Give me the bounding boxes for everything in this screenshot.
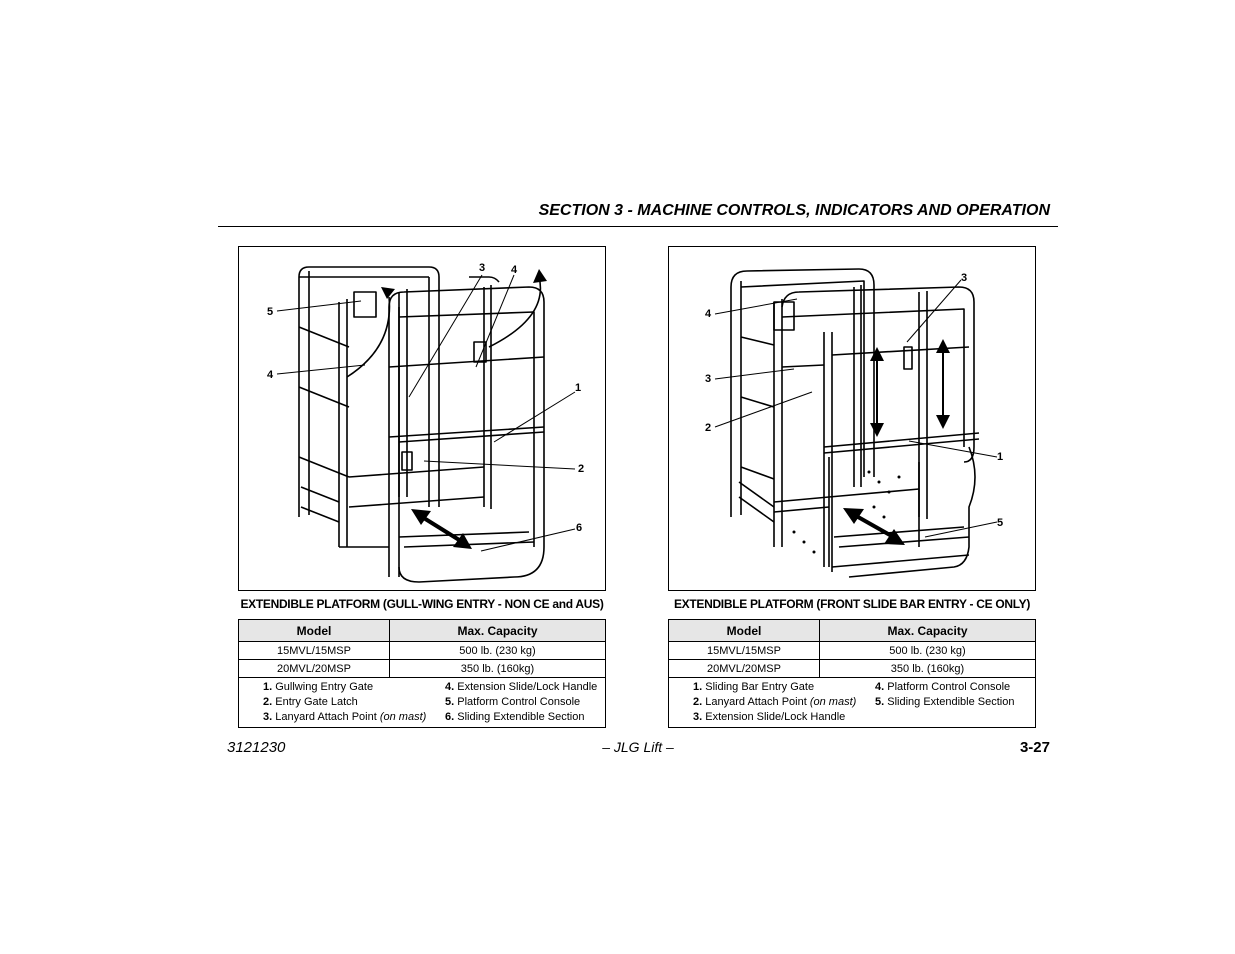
callout-label: 4: [511, 264, 518, 276]
table-header-row: Model Max. Capacity: [668, 619, 1036, 642]
right-swing-arrowhead: [533, 269, 547, 283]
callout-label: 4: [705, 308, 712, 320]
right-figure-panel: 4 3 2 3 1 5 EXTENDIBLE PLATFORM (FRONT S…: [668, 246, 1036, 728]
callout-label: 5: [997, 517, 1003, 529]
column-header: Model: [668, 619, 820, 642]
legend-cell: 1. Sliding Bar Entry Gate 4. Platform Co…: [668, 677, 1036, 728]
legend-row: 1. Sliding Bar Entry Gate 4. Platform Co…: [668, 677, 1036, 728]
footer-publisher: – JLG Lift –: [602, 739, 674, 755]
legend-item: 6. Sliding Extendible Section: [445, 711, 585, 723]
legend-item: 3. Extension Slide/Lock Handle: [693, 711, 846, 723]
table-row: 20MVL/20MSP 350 lb. (160kg): [238, 659, 606, 678]
callout-label: 2: [578, 463, 584, 475]
callout-label: 6: [576, 522, 582, 534]
panel-bolts: [792, 470, 901, 554]
model-cell: 20MVL/20MSP: [238, 659, 390, 678]
legend-item: 5. Sliding Extendible Section: [875, 696, 1015, 708]
legend-item: 2. Entry Gate Latch: [263, 696, 358, 708]
callout-label: 1: [575, 382, 581, 394]
callout-label: 3: [705, 373, 711, 385]
page-number: 3-27: [1019, 739, 1050, 756]
left-swing-arrowhead: [381, 287, 395, 299]
legend-cell: 1. Gullwing Entry Gate 4. Extension Slid…: [238, 677, 606, 728]
capacity-cell: 500 lb. (230 kg): [819, 641, 1036, 660]
component-legend: 1. Sliding Bar Entry Gate 4. Platform Co…: [669, 680, 1035, 724]
gull-wing-platform-drawing: 5 4 3 4 1 2 6: [267, 262, 584, 583]
legend-item: 4. Extension Slide/Lock Handle: [445, 681, 598, 693]
document-number: 3121230: [227, 739, 286, 756]
callout-label: 5: [267, 306, 273, 318]
callout-label: 3: [961, 272, 967, 284]
table-row: 20MVL/20MSP 350 lb. (160kg): [668, 659, 1036, 678]
callout-label: 3: [479, 262, 485, 274]
legend-item: 1. Sliding Bar Entry Gate: [693, 681, 815, 693]
page-footer: 3121230 – JLG Lift – 3-27: [218, 739, 1058, 757]
capacity-cell: 350 lb. (160kg): [819, 659, 1036, 678]
legend-item: 5. Platform Control Console: [445, 696, 581, 708]
capacity-cell: 350 lb. (160kg): [389, 659, 606, 678]
callout-label: 2: [705, 422, 711, 434]
callout-label: 4: [267, 369, 274, 381]
table-header-row: Model Max. Capacity: [238, 619, 606, 642]
gull-wing-platform-figure: 5 4 3 4 1 2 6: [238, 246, 606, 591]
model-cell: 15MVL/15MSP: [668, 641, 820, 660]
left-figure-panel: 5 4 3 4 1 2 6 EXTENDIBLE PLATFORM (GULL-…: [238, 246, 606, 728]
legend-item: 1. Gullwing Entry Gate: [263, 681, 374, 693]
model-cell: 15MVL/15MSP: [238, 641, 390, 660]
column-header: Max. Capacity: [389, 619, 606, 642]
callout-label: 1: [997, 451, 1003, 463]
slide-bar-platform-drawing: 4 3 2 3 1 5: [705, 268, 1003, 578]
table-row: 15MVL/15MSP 500 lb. (230 kg): [668, 641, 1036, 660]
page-header: SECTION 3 - MACHINE CONTROLS, INDICATORS…: [218, 202, 1058, 227]
table-row: 15MVL/15MSP 500 lb. (230 kg): [238, 641, 606, 660]
legend-item: 4. Platform Control Console: [875, 681, 1011, 693]
capacity-cell: 500 lb. (230 kg): [389, 641, 606, 660]
component-legend: 1. Gullwing Entry Gate 4. Extension Slid…: [239, 680, 605, 724]
slide-bar-platform-figure: 4 3 2 3 1 5: [668, 246, 1036, 591]
capacity-table: Model Max. Capacity 15MVL/15MSP 500 lb. …: [238, 619, 606, 728]
column-header: Model: [238, 619, 390, 642]
section-title: SECTION 3 - MACHINE CONTROLS, INDICATORS…: [538, 202, 1050, 219]
legend-row: 1. Gullwing Entry Gate 4. Extension Slid…: [238, 677, 606, 728]
extension-double-arrow: [843, 508, 905, 545]
slide-bar-vertical-arrows: [870, 339, 950, 437]
legend-item: 3. Lanyard Attach Point (on mast): [263, 711, 427, 723]
model-cell: 20MVL/20MSP: [668, 659, 820, 678]
legend-item: 2. Lanyard Attach Point (on mast): [693, 696, 857, 708]
capacity-table: Model Max. Capacity 15MVL/15MSP 500 lb. …: [668, 619, 1036, 728]
figure-caption: EXTENDIBLE PLATFORM (FRONT SLIDE BAR ENT…: [673, 597, 1031, 611]
extension-double-arrow: [411, 509, 472, 549]
column-header: Max. Capacity: [819, 619, 1036, 642]
figure-caption: EXTENDIBLE PLATFORM (GULL-WING ENTRY - N…: [240, 597, 604, 611]
